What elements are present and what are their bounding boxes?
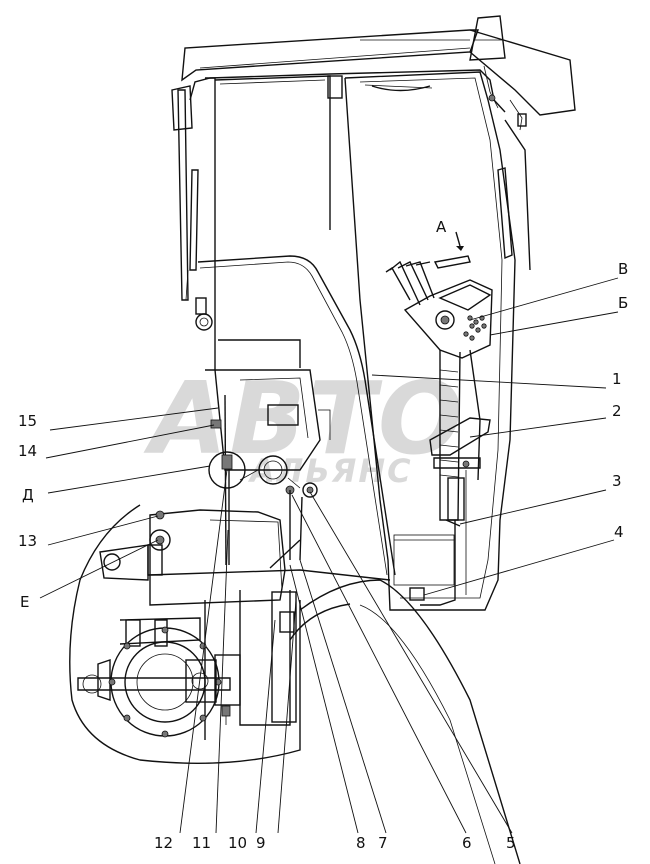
callout-5: 5 [506, 834, 516, 852]
front-wiper [497, 99, 531, 271]
callout-3: 3 [612, 472, 622, 490]
cab-door-frame [327, 71, 516, 611]
beacon-lamp [469, 15, 506, 61]
letter-a: А [436, 218, 447, 236]
callout-labels: А В Б Д Е 1 2 3 4 15 14 13 12 11 10 9 8 … [18, 218, 628, 852]
control-lever-unit [385, 255, 493, 359]
callout-11: 11 [192, 834, 211, 852]
callout-10: 10 [228, 834, 247, 852]
sensor-e [149, 510, 171, 551]
callout-8: 8 [356, 834, 366, 852]
letter-v: В [618, 260, 628, 278]
pedal-column [439, 349, 481, 527]
view-arrow-a [455, 231, 464, 251]
letter-d: Д [22, 486, 34, 504]
callout-13: 13 [18, 532, 37, 550]
wheel-hub [77, 626, 241, 738]
callout-14: 14 [18, 442, 37, 460]
callout-7: 7 [378, 834, 388, 852]
rear-wiper [185, 169, 213, 331]
callout-1: 1 [612, 370, 622, 388]
callout-12: 12 [154, 834, 173, 852]
cab-floor [147, 539, 521, 864]
callout-6: 6 [462, 834, 472, 852]
callout-2: 2 [612, 402, 622, 420]
floor-harness [393, 470, 467, 606]
letter-b: Б [618, 294, 628, 312]
pedal [429, 417, 491, 469]
handrail [197, 255, 396, 576]
letter-e: Е [20, 593, 29, 611]
cab-rear-post [171, 75, 331, 371]
central-harness [208, 394, 318, 566]
cab-roof [181, 29, 576, 116]
callout-4: 4 [614, 523, 624, 541]
callout-9: 9 [256, 834, 266, 852]
leader-lines [39, 277, 619, 834]
callout-15: 15 [18, 412, 37, 430]
rear-panel [214, 339, 331, 471]
roof-harness [189, 65, 506, 113]
